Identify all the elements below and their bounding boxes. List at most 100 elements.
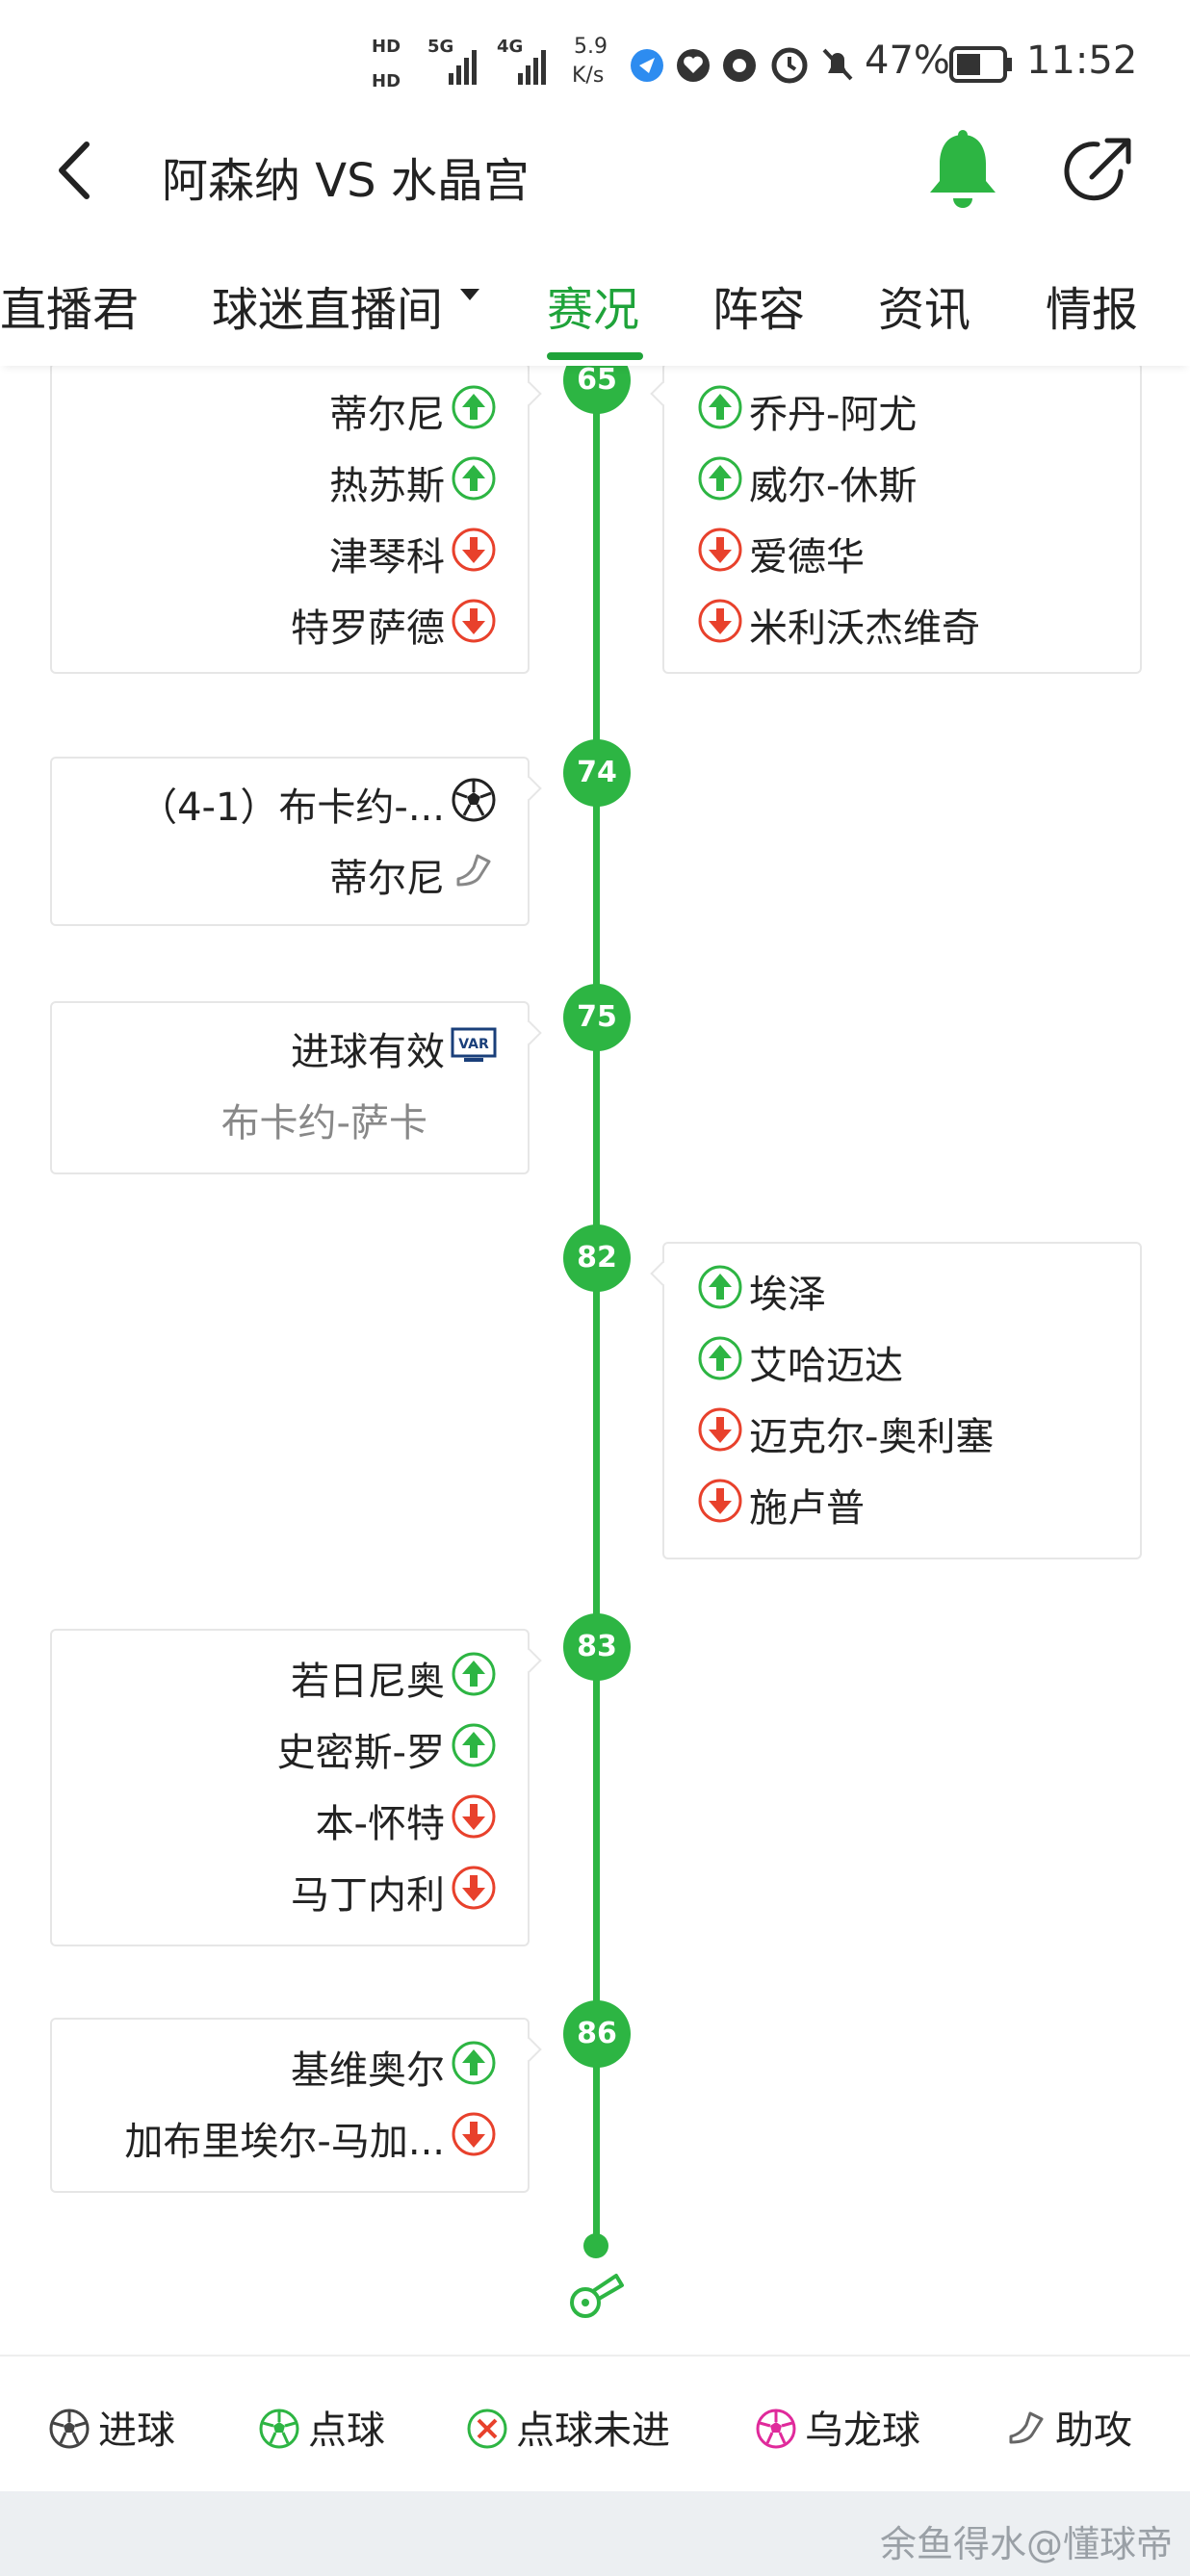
tab-match-status[interactable]: 赛况 [547, 283, 640, 337]
legend-goal: 进球 [48, 2399, 175, 2453]
page-title: 阿森纳 VS 水晶宫 [162, 154, 530, 208]
arrow-down-icon [451, 2111, 497, 2157]
event-card-74-home: （4-1）布卡约-... 蒂尔尼 [50, 757, 542, 926]
clock: 11:52 [1026, 39, 1138, 83]
footer-bar: 余鱼得水@懂球帝 [0, 2491, 1190, 2576]
list-item: 加布里埃尔-马加... [124, 2110, 497, 2168]
active-tab-indicator [547, 352, 643, 360]
list-item: 马丁内利 [291, 1864, 497, 1921]
arrow-up-icon [451, 455, 497, 502]
legend-penalty-missed: 点球未进 [466, 2399, 670, 2453]
mute-icon [822, 48, 853, 81]
legend-assist: 助攻 [1005, 2399, 1132, 2453]
penalty-icon [259, 2409, 299, 2449]
status-bar: HD HD 5G 4G 5.9 K/s 47% 11:52 [0, 0, 1190, 135]
list-item: 蒂尔尼 [329, 383, 497, 441]
assist-icon [1009, 2411, 1044, 2444]
signal-5g-icon: 5G [427, 39, 485, 85]
event-card-83-home: 若日尼奥 史密斯-罗 本-怀特 马丁内利 [50, 1629, 542, 1946]
arrow-down-icon [451, 1865, 497, 1911]
watermark: 余鱼得水@懂球帝 [879, 2523, 1173, 2565]
back-arrow-icon[interactable] [50, 137, 108, 204]
event-card-86-home: 基维奥尔 加布里埃尔-马加... [50, 2018, 542, 2193]
ball-status-icon [723, 49, 756, 82]
battery-icon [949, 46, 1012, 83]
svg-text:VAR: VAR [458, 1037, 489, 1052]
legend-own-goal: 乌龙球 [755, 2399, 920, 2453]
list-item: 布卡约-萨卡 [220, 1101, 427, 1146]
minute-badge: 75 [563, 984, 631, 1051]
tab-lineup[interactable]: 阵容 [712, 283, 806, 337]
match-timeline[interactable]: 蒂尔尼 热苏斯 津琴科 特罗萨德 65 乔丹-阿尤 威尔-休斯 爱德华 米利沃杰… [0, 366, 1190, 2349]
list-item: 米利沃杰维奇 [697, 597, 980, 655]
bell-icon[interactable] [924, 129, 1001, 212]
arrow-down-icon [451, 598, 497, 644]
own-goal-icon [756, 2409, 796, 2449]
share-icon[interactable] [1059, 133, 1136, 210]
list-item: 艾哈迈达 [697, 1334, 903, 1392]
alarm-icon [771, 47, 808, 84]
arrow-up-icon [697, 455, 743, 502]
tab-news[interactable]: 资讯 [878, 283, 971, 337]
timeline-line [593, 366, 600, 2243]
net-speed-value: 5.9 [574, 35, 608, 59]
event-card-65-away: 乔丹-阿尤 威尔-休斯 爱德华 米利沃杰维奇 [650, 366, 1142, 674]
legend-penalty: 点球 [258, 2399, 385, 2453]
hd-label-1: HD [372, 37, 401, 57]
list-item: 埃泽 [697, 1263, 826, 1321]
arrow-up-icon [697, 384, 743, 430]
arrow-down-icon [451, 1793, 497, 1840]
tab-live-host[interactable]: 直播君 [0, 283, 140, 337]
event-card-82-away: 埃泽 艾哈迈达 迈克尔-奥利塞 施卢普 [650, 1242, 1142, 1559]
heart-icon [677, 49, 710, 82]
event-card-65-home: 蒂尔尼 热苏斯 津琴科 特罗萨德 [50, 366, 542, 674]
tab-fan-live-room[interactable]: 球迷直播间 [212, 283, 444, 337]
tab-intel[interactable]: 情报 [1046, 283, 1139, 337]
list-item: 迈克尔-奥利塞 [697, 1405, 994, 1463]
arrow-down-icon [697, 1478, 743, 1524]
arrow-up-icon [697, 1335, 743, 1381]
legend-bar: 进球 点球 点球未进 乌龙球 助攻 [0, 2355, 1190, 2489]
app-notification-icon [631, 49, 663, 82]
dropdown-caret-icon[interactable] [460, 289, 479, 300]
arrow-down-icon [697, 1406, 743, 1453]
list-item: 基维奥尔 [291, 2039, 497, 2097]
var-icon: VAR [451, 1021, 497, 1068]
whistle-icon [570, 2274, 624, 2318]
boot-icon [451, 848, 497, 894]
arrow-down-icon [451, 527, 497, 573]
signal-4g-icon: 4G [497, 39, 555, 85]
soccer-ball-icon [451, 777, 497, 823]
hd-label-2: HD [372, 71, 401, 91]
timeline-end-dot [583, 2233, 608, 2258]
arrow-down-icon [697, 527, 743, 573]
net-speed-unit: K/s [572, 64, 605, 88]
minute-badge: 86 [563, 2000, 631, 2068]
arrow-up-icon [451, 1722, 497, 1768]
list-item: 蒂尔尼 [329, 847, 497, 905]
list-item: 史密斯-罗 [277, 1721, 497, 1779]
list-item: 热苏斯 [329, 454, 497, 512]
list-item: 爱德华 [697, 526, 865, 583]
arrow-up-icon [451, 1651, 497, 1697]
header: 阿森纳 VS 水晶宫 [0, 116, 1190, 231]
goal-icon [49, 2409, 90, 2449]
arrow-up-icon [451, 2040, 497, 2086]
minute-badge: 82 [563, 1224, 631, 1292]
battery-percent: 47% [865, 39, 950, 83]
list-item: 若日尼奥 [291, 1650, 497, 1708]
minute-badge: 74 [563, 739, 631, 807]
tab-bar: 直播君 球迷直播间 赛况 阵容 资讯 情报 [0, 260, 1190, 366]
list-item: 施卢普 [697, 1477, 865, 1534]
arrow-up-icon [697, 1264, 743, 1310]
list-item: （4-1）布卡约-... [139, 776, 497, 834]
minute-badge: 83 [563, 1613, 631, 1681]
arrow-up-icon [451, 384, 497, 430]
list-item: 乔丹-阿尤 [697, 383, 917, 441]
list-item: 津琴科 [329, 526, 497, 583]
penalty-missed-icon [467, 2409, 507, 2449]
list-item: 威尔-休斯 [697, 454, 917, 512]
minute-badge: 65 [563, 366, 631, 414]
